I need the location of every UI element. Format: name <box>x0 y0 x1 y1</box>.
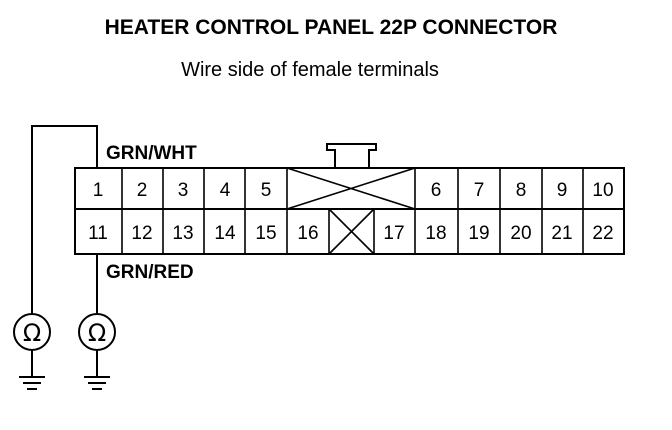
row1-blank-cavity <box>286 167 416 210</box>
row2-dividers <box>121 209 584 254</box>
row1-dividers <box>121 168 584 209</box>
ohmmeter-1: Ω <box>13 313 51 390</box>
terminal-3: 3 <box>178 180 189 201</box>
diagram-title: HEATER CONTROL PANEL 22P CONNECTOR <box>105 16 558 39</box>
ground-icon <box>19 376 45 390</box>
terminal-8: 8 <box>516 180 527 201</box>
terminal-2: 2 <box>137 180 148 201</box>
terminal-10: 10 <box>592 180 613 201</box>
probe-wire-terminal-1 <box>31 125 98 314</box>
connector-latch <box>326 143 377 168</box>
terminal-17: 17 <box>383 223 404 244</box>
terminal-6: 6 <box>431 180 442 201</box>
terminal-15: 15 <box>255 223 276 244</box>
terminal-22: 22 <box>592 223 613 244</box>
connector-body <box>74 167 625 255</box>
terminal-14: 14 <box>214 223 236 244</box>
terminal-18: 18 <box>425 223 446 244</box>
diagram-subtitle: Wire side of female terminals <box>181 59 439 81</box>
terminal-12: 12 <box>131 223 152 244</box>
terminal-11: 11 <box>88 223 108 244</box>
terminal-1: 1 <box>93 180 104 201</box>
terminal-5: 5 <box>261 180 272 201</box>
terminal-20: 20 <box>510 223 531 244</box>
terminal-19: 19 <box>468 223 489 244</box>
ohm-symbol: Ω <box>88 319 106 347</box>
terminal-7: 7 <box>474 180 485 201</box>
wire-label-bottom: GRN/RED <box>106 262 194 283</box>
ground-icon <box>84 376 110 390</box>
ohm-symbol: Ω <box>23 319 41 347</box>
ohmmeter-2: Ω <box>78 313 116 390</box>
terminal-16: 16 <box>297 223 318 244</box>
terminal-21: 21 <box>551 223 572 244</box>
row2-terminals: 11 12 13 14 15 16 17 18 19 20 21 22 <box>88 223 613 244</box>
terminal-13: 13 <box>172 223 193 244</box>
row1-terminals: 1 2 3 4 5 6 7 8 9 10 <box>93 180 614 201</box>
terminal-9: 9 <box>557 180 568 201</box>
wire-label-top: GRN/WHT <box>106 143 197 164</box>
row2-blank-cavity <box>328 208 375 255</box>
terminal-4: 4 <box>220 180 231 201</box>
